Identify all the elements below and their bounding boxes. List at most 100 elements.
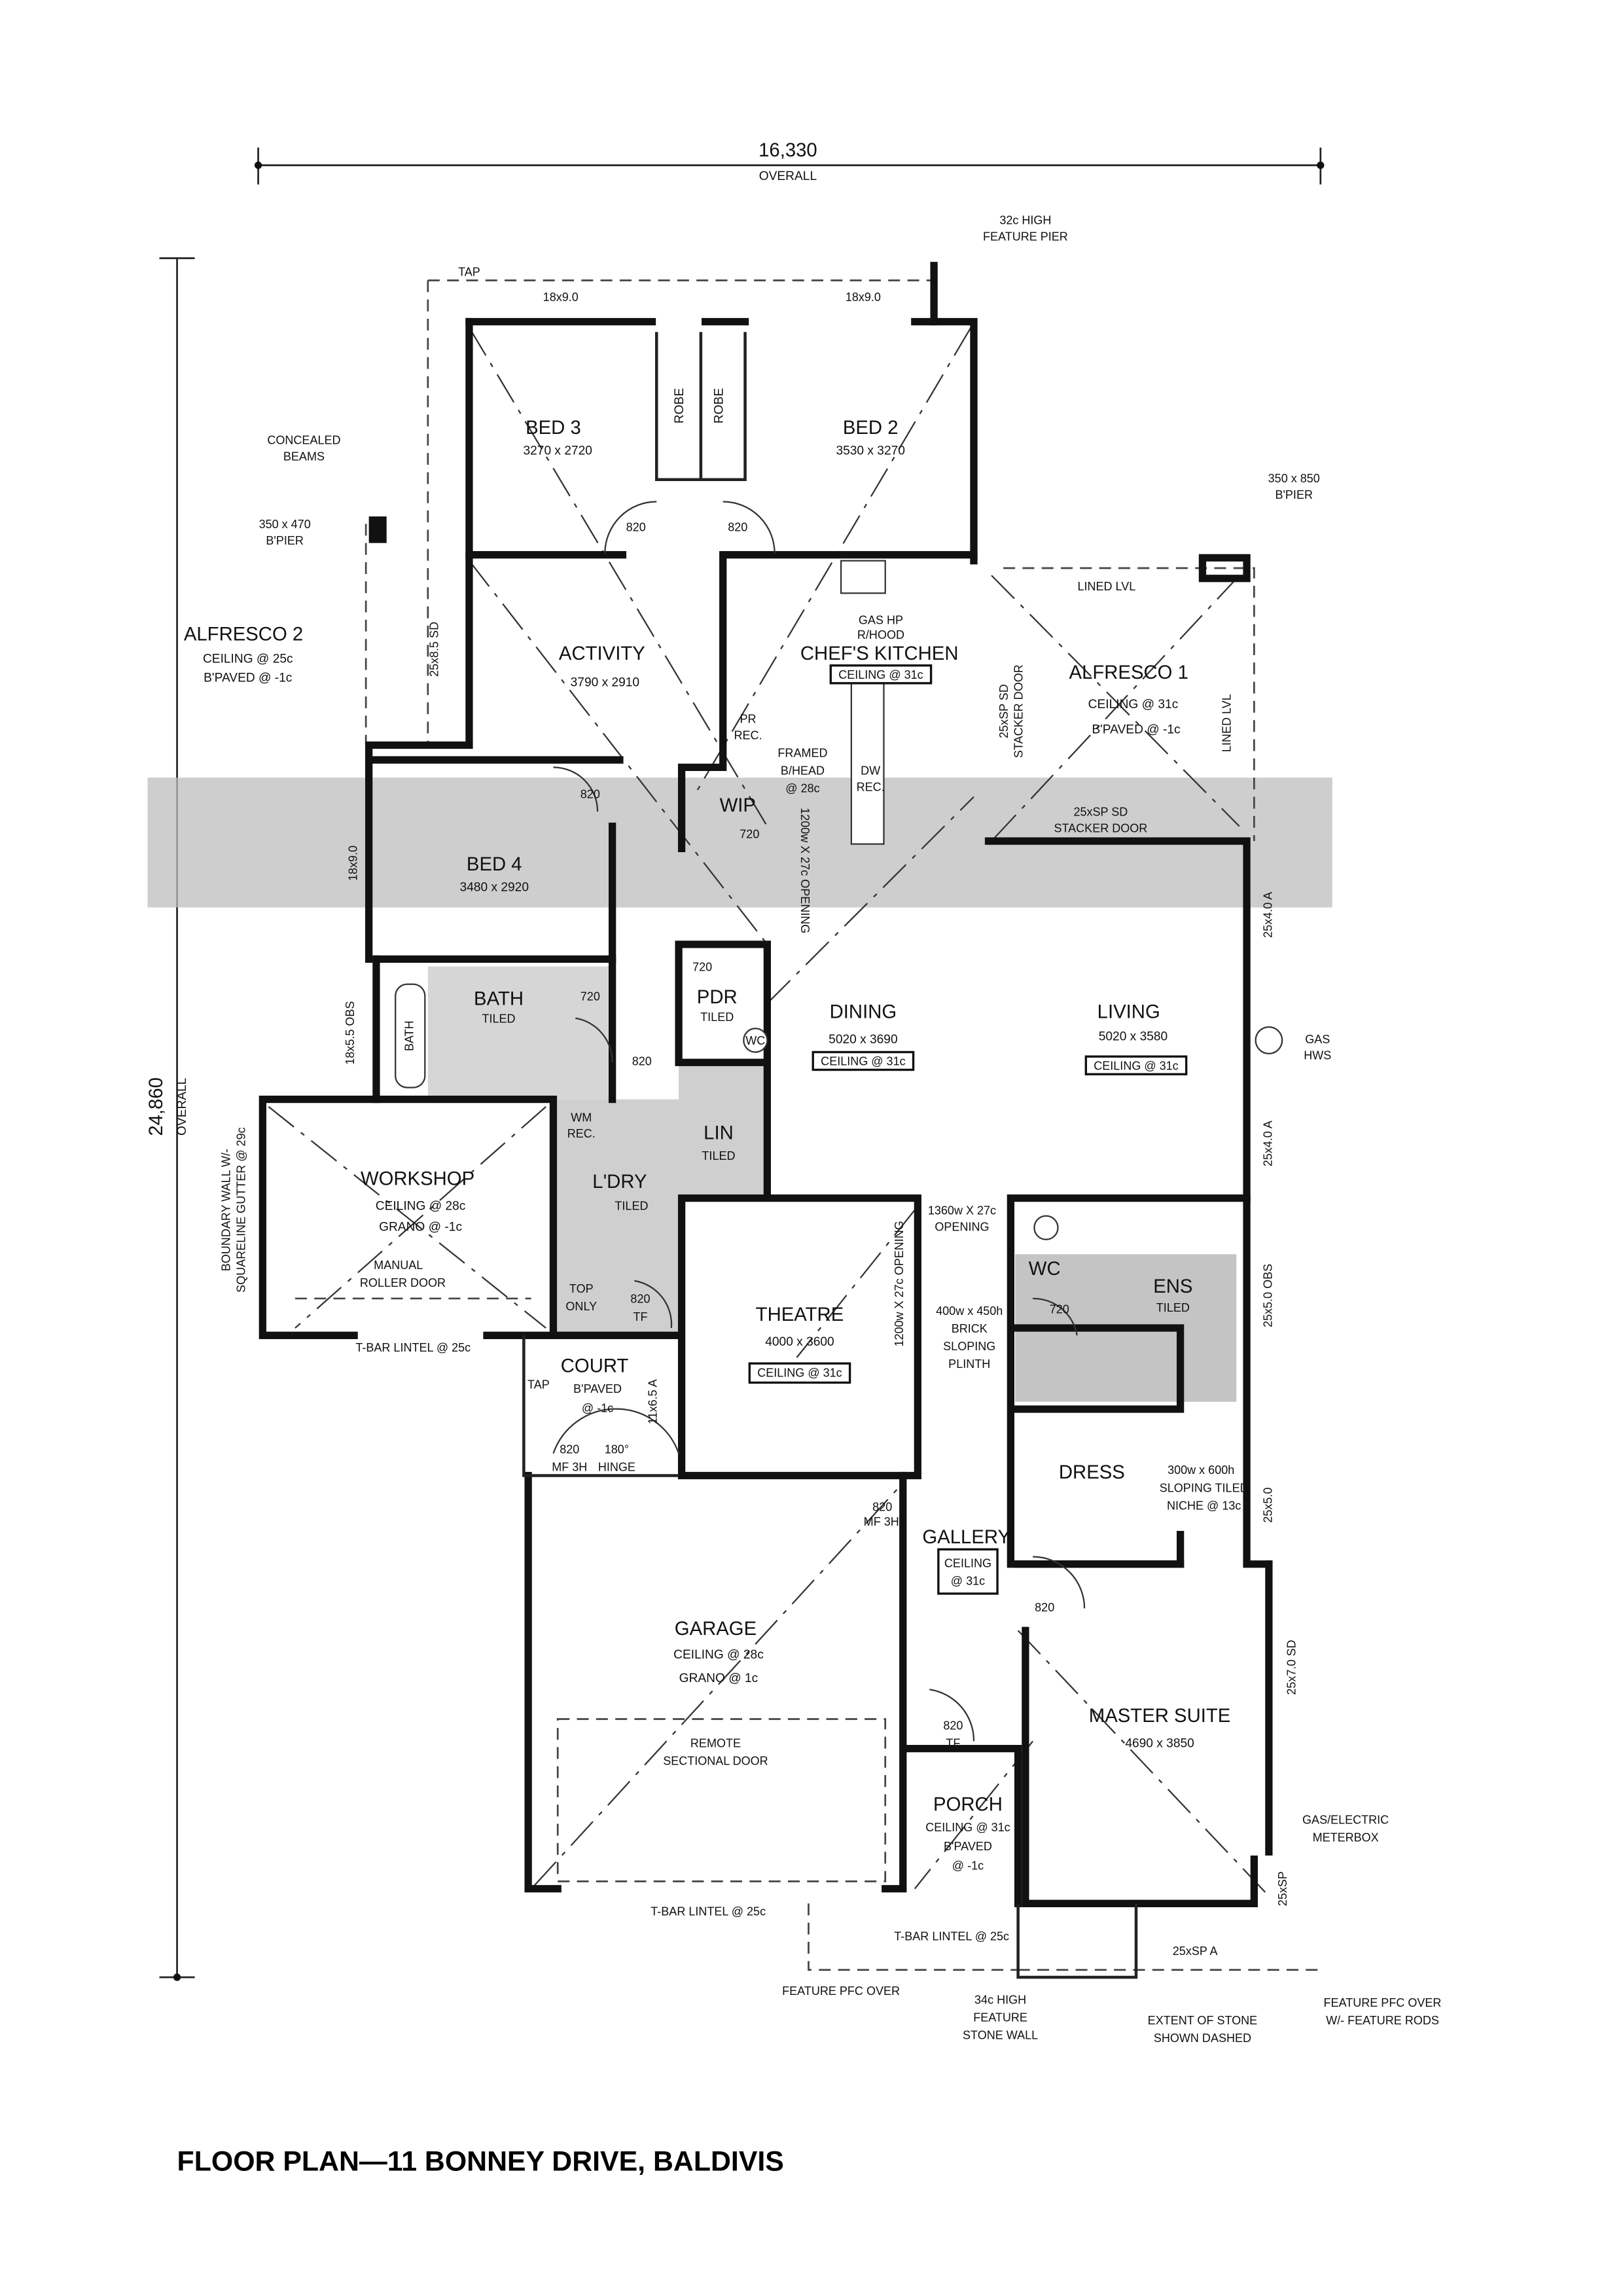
room-size: 3530 x 3270 [836,444,904,457]
room-linen: LIN TILED [702,1122,735,1162]
note: PR [740,713,757,726]
note: 25x4.0 A [1261,1121,1274,1166]
room-dining: DINING 5020 x 3690 CEILING @ 31c [812,1001,915,1071]
floor-label: GRANO @ 1c [679,1672,758,1685]
note: 820 [630,1293,650,1306]
note: GAS [1305,1033,1330,1046]
note: TAP [458,266,480,279]
ceiling-label: CEILING @ 31c [1088,698,1179,711]
note: 720 [692,960,712,973]
ceiling-label: CEILING @ 31c [925,1821,1010,1834]
ceiling-label: CEILING @ 25c [203,652,293,666]
note: LINED LVL [1078,580,1136,593]
note: 25x4.0 A [1261,892,1274,938]
note: PLINTH [948,1357,990,1371]
note: 25xSP SD [997,684,1010,738]
door-swings [552,501,1086,1742]
note: TOP [569,1282,594,1295]
note: BOUNDARY WALL W/- [220,1149,233,1271]
note: 18x9.0 [846,291,881,304]
note: 1200w X 27c OPENING [893,1221,906,1346]
note: STACKER DOOR [1054,822,1147,835]
room-master-suite: MASTER SUITE 4690 x 3850 [1089,1705,1231,1750]
note: SLOPING [943,1340,995,1353]
note: 820 [728,521,747,534]
note: 25x5.0 [1261,1488,1274,1523]
note: REC. [734,729,762,742]
room-bed4: BED 4 3480 x 2920 [460,853,529,895]
note: B'PIER [1275,488,1313,501]
robe-label: ROBE [673,388,687,423]
room-size: 5020 x 3580 [1099,1030,1168,1043]
note: REC. [567,1127,596,1140]
finish-label: TILED [482,1012,516,1025]
note: 820 [632,1055,652,1068]
ensuite-toilet-icon [1033,1215,1059,1240]
room-porch: PORCH CEILING @ 31c B'PAVED @ -1c [925,1793,1010,1872]
note: HWS [1304,1049,1331,1062]
room-theatre: THEATRE 4000 x 3600 CEILING @ 31c [748,1304,851,1384]
note: 18x9.0 [347,846,360,881]
room-name: L'DRY [592,1171,647,1193]
note: 400w x 450h [936,1304,1003,1318]
room-name: CHEF'S KITCHEN [800,643,959,664]
linen-tile-shade [679,1062,768,1196]
note: 820 [560,1443,579,1456]
note: 25x7.0 SD [1285,1640,1298,1695]
note: R/HOOD [857,628,904,641]
room-name: DINING [830,1001,897,1023]
room-living: LIVING 5020 x 3580 CEILING @ 31c [1084,1001,1188,1075]
level-label: @ -1c [582,1402,613,1415]
ceiling-label: CEILING @ 31c [821,1055,905,1068]
room-alfresco2: ALFRESCO 2 CEILING @ 25c B'PAVED @ -1c [184,623,303,685]
note: FEATURE PFC OVER [782,1984,900,1998]
note: 820 [626,521,646,534]
note: 820 [872,1501,892,1514]
note: 25x5.0 OBS [1261,1264,1274,1327]
note: CONCEALED [267,434,340,447]
paving-label: B'PAVED [573,1382,622,1395]
room-name: ENS [1153,1276,1192,1297]
room-laundry: L'DRY TILED WM REC. TOP ONLY [565,1111,648,1313]
note: METERBOX [1313,1831,1379,1844]
overall-depth-dimension: 24,860 OVERALL [145,257,195,1981]
room-activity: ACTIVITY 3790 x 2910 [559,643,645,690]
room-name: LIVING [1097,1001,1160,1023]
gas-hws-icon [1255,1026,1283,1054]
wc-label: WC [745,1034,765,1047]
note: ONLY [565,1300,597,1313]
paving-label: B'PAVED @ -1c [1092,723,1181,736]
room-bed2: BED 2 3530 x 3270 [836,417,904,458]
room-garage: GARAGE CEILING @ 28c GRANO @ 1c REMOTE S… [663,1618,768,1767]
note: TAP [527,1378,550,1391]
note: 350 x 850 [1268,472,1320,485]
note: GAS/ELECTRIC [1302,1814,1389,1827]
room-size: 3790 x 2910 [571,675,639,689]
note: MF 3H [552,1461,587,1474]
finish-label: TILED [1156,1301,1190,1314]
room-wip: WIP [720,795,756,816]
overall-width-dimension: 16,330 OVERALL [254,139,1325,185]
ceiling-label: CEILING [944,1556,991,1570]
finish-label: TILED [700,1011,734,1024]
note: STONE WALL [963,2029,1038,2042]
overall-width-label: OVERALL [759,170,817,183]
ceiling-label: CEILING @ 31c [1094,1060,1178,1073]
ceiling-label: CEILING @ 28c [673,1648,764,1662]
note: EXTENT OF STONE [1148,2014,1258,2027]
walls [259,262,1273,1979]
room-bath: BATH TILED BATH [402,988,524,1051]
note: @ 28c [785,782,819,795]
note: TF [633,1310,647,1323]
room-court: COURT B'PAVED @ -1c [561,1355,629,1415]
note: STACKER DOOR [1012,664,1025,758]
room-name: COURT [561,1355,629,1377]
room-ensuite: ENS TILED WC [1029,1258,1193,1314]
note: 300w x 600h [1168,1463,1234,1477]
level-label: @ -1c [952,1859,984,1872]
note: OPENING [935,1220,989,1233]
room-bed3: BED 3 3270 x 2720 [523,417,592,458]
overall-depth-value: 24,860 [145,1077,167,1136]
note: 1360w X 27c [928,1204,996,1217]
room-size: 4000 x 3600 [765,1335,834,1349]
